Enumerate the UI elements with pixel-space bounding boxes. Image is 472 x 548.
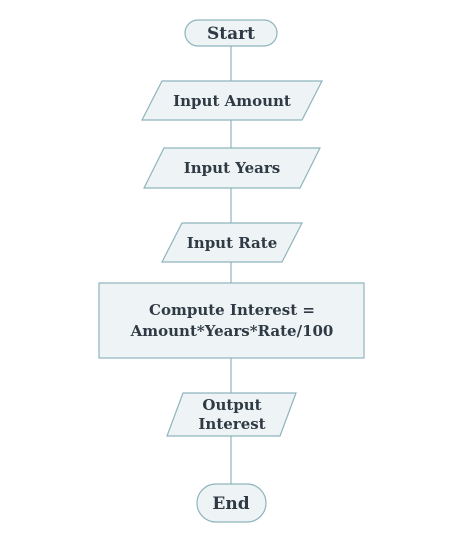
end-node: End [196, 483, 267, 523]
compute-interest-label-line-1: Compute Interest = [149, 301, 315, 319]
input-amount-node: Input Amount [141, 80, 323, 121]
input-years-node: Input Years [143, 147, 321, 189]
compute-interest-label-line-2: Amount*Years*Rate/100 [130, 322, 334, 340]
output-interest-label-line-1: Output [202, 396, 261, 414]
input-amount-label: Input Amount [173, 92, 291, 110]
compute-interest-node: Compute Interest = Amount*Years*Rate/100 [98, 282, 365, 359]
input-rate-node: Input Rate [161, 222, 303, 263]
output-interest-label-line-2: Interest [198, 415, 265, 433]
input-rate-label: Input Rate [187, 234, 277, 252]
output-interest-node: Output Interest [166, 392, 297, 437]
start-label: Start [207, 24, 255, 44]
end-label: End [212, 494, 249, 514]
input-years-label: Input Years [184, 159, 280, 177]
start-node: Start [184, 19, 278, 47]
